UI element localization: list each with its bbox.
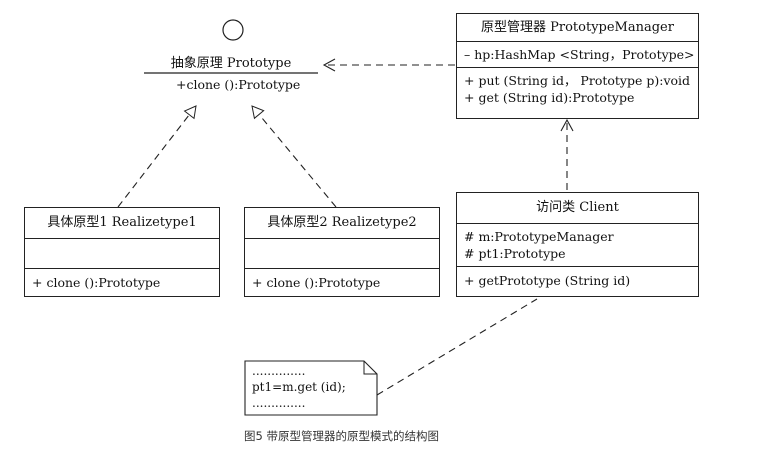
realization-arrow-concrete2 [251,105,337,208]
note-fold [363,361,377,375]
concrete2-attributes [245,238,439,268]
note-line: .............. [252,396,306,410]
interface-circle-icon [222,19,244,41]
note-line: .............. [252,364,306,378]
figure-caption: 图5 带原型管理器的原型模式的结构图 [244,429,439,443]
concrete2-methods: + clone ():Prototype [245,268,439,291]
concrete-prototype-2-class: 具体原型2 Realizetype2 + clone ():Prototype [244,207,440,297]
client-attribute: # m:PrototypeManager [464,229,614,244]
manager-method: + get (String id):Prototype [464,90,635,105]
prototype-method: +clone ():Prototype [176,77,301,92]
client-methods: + getPrototype (String id) [457,266,698,289]
client-attributes: # m:PrototypeManager # pt1:Prototype [457,223,698,266]
manager-method: + put (String id， Prototype p):void [464,73,691,88]
client-class: 访问类 Client # m:PrototypeManager # pt1:Pr… [456,192,699,297]
client-method: + getPrototype (String id) [464,273,631,288]
concrete2-title: 具体原型2 Realizetype2 [267,215,417,230]
concrete-prototype-1-class: 具体原型1 Realizetype1 + clone ():Prototype [24,207,220,297]
manager-attribute: – hp:HashMap <String，Prototype> [464,47,695,62]
manager-methods: + put (String id， Prototype p):void + ge… [457,67,698,106]
client-title: 访问类 Client [536,200,619,215]
prototype-manager-class: 原型管理器 PrototypeManager – hp:HashMap <Str… [456,13,699,119]
concrete1-attributes [25,238,219,268]
manager-title: 原型管理器 PrototypeManager [481,20,674,35]
prototype-title: 抽象原理 Prototype [170,56,292,71]
note-text: .............. pt1=m.get (id); .........… [252,363,346,411]
manager-attributes: – hp:HashMap <String，Prototype> [457,41,698,67]
note-shape [244,360,378,416]
concrete2-method: + clone ():Prototype [252,275,381,290]
note-line: pt1=m.get (id); [252,380,346,394]
concrete1-method: + clone ():Prototype [32,275,161,290]
concrete1-methods: + clone ():Prototype [25,268,219,291]
client-attribute: # pt1:Prototype [464,246,566,261]
note-anchor-line [376,298,538,396]
realization-arrow-concrete1 [117,105,197,208]
concrete1-title: 具体原型1 Realizetype1 [47,215,197,230]
